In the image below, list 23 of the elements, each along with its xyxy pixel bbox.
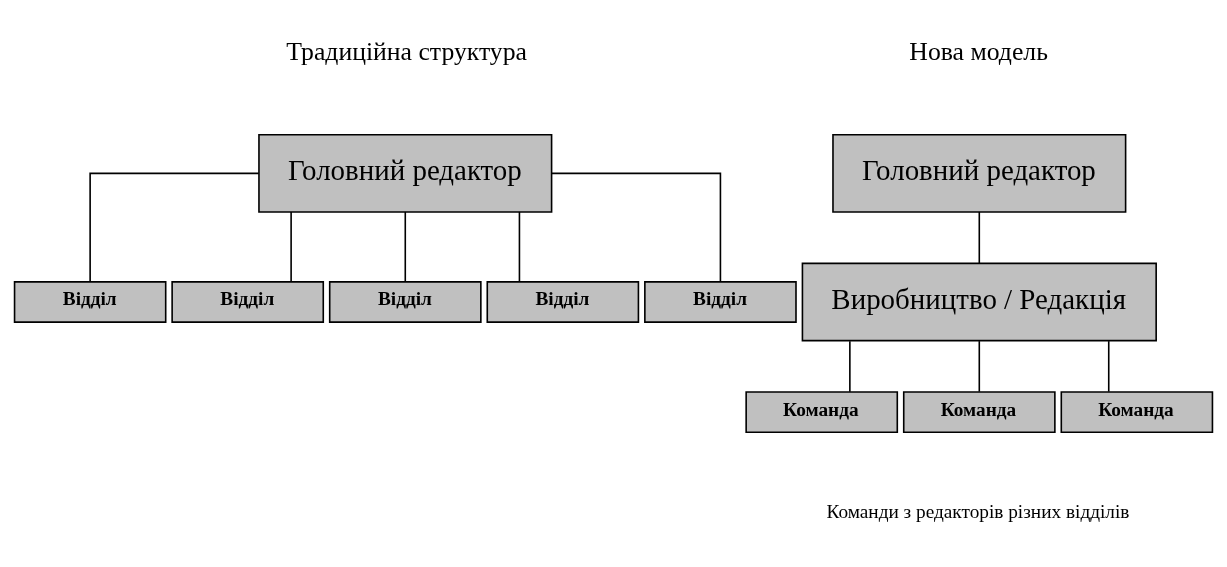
connector	[404, 211, 407, 283]
node-box: Команда	[1060, 391, 1214, 434]
node-box: Відділ	[171, 281, 325, 323]
node-box: Головний редактор	[832, 133, 1127, 213]
node-box: Виробництво / Редакція	[801, 262, 1157, 342]
label: Команди з редакторів різних відділів	[826, 500, 1130, 522]
connector	[518, 211, 521, 283]
connector	[550, 172, 722, 283]
connector	[978, 340, 981, 393]
node-box: Відділ	[486, 281, 640, 323]
label: Традиційна структура	[286, 37, 527, 67]
connector	[290, 211, 292, 283]
node-box: Команда	[745, 391, 899, 434]
node-box: Відділ	[644, 281, 797, 323]
connector	[89, 172, 260, 283]
node-box: Команда	[902, 391, 1056, 434]
connector	[978, 211, 981, 264]
node-box: Відділ	[328, 281, 482, 323]
node-box: Відділ	[13, 281, 167, 323]
label: Нова модель	[909, 37, 1048, 67]
connector	[1107, 340, 1110, 393]
node-box: Головний редактор	[258, 133, 553, 213]
connector	[849, 340, 851, 393]
